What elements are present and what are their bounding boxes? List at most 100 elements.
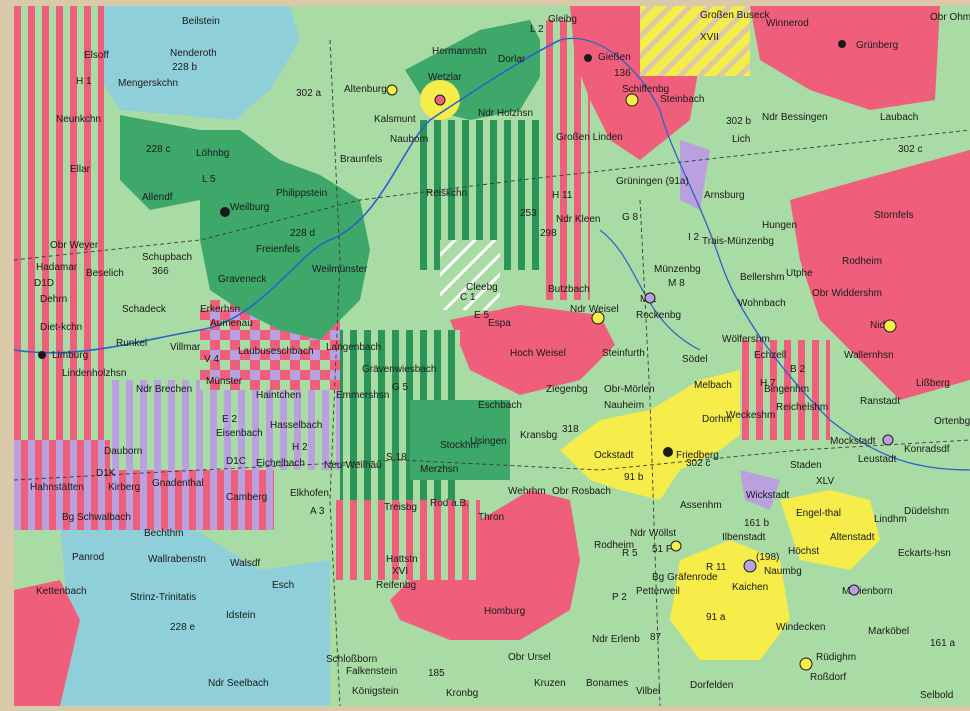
label-hattstn[interactable]: Hattstn — [386, 554, 418, 565]
label-mockstadt[interactable]: Mockstadt — [830, 436, 876, 447]
label-grosen-buseck[interactable]: Großen Buseck — [700, 10, 770, 21]
label-schadeck[interactable]: Schadeck — [122, 304, 167, 315]
label-steinfurth[interactable]: Steinfurth — [602, 348, 645, 359]
label-braunfels[interactable]: Braunfels — [340, 154, 382, 165]
label-ockstadt[interactable]: Ockstadt — [594, 450, 634, 461]
label-hochst[interactable]: Höchst — [788, 546, 819, 557]
label-kirberg[interactable]: Kirberg — [108, 482, 140, 493]
town-marker-altenburg[interactable] — [386, 84, 398, 96]
town-marker-munzenbg[interactable] — [644, 292, 656, 304]
label-gleiberg[interactable]: Gleibg — [548, 14, 577, 25]
town-marker-friedberg[interactable] — [663, 447, 673, 457]
label-wetzlar[interactable]: Wetzlar — [428, 72, 462, 83]
label-wohnbach[interactable]: Wohnbach — [738, 298, 786, 309]
label-limburg[interactable]: Limburg — [52, 350, 88, 361]
label-eisenbach[interactable]: Eisenbach — [216, 428, 263, 439]
label-eichelbach[interactable]: Eichelbach — [256, 458, 305, 469]
label-hungen[interactable]: Hungen — [762, 220, 797, 231]
label-kronbg[interactable]: Kronbg — [446, 688, 478, 699]
label-kruzen[interactable]: Kruzen — [534, 678, 566, 689]
label-ndr-seelbach[interactable]: Ndr Seelbach — [208, 678, 269, 689]
label-homburg[interactable]: Homburg — [484, 606, 525, 617]
town-marker-rudighm[interactable] — [799, 657, 813, 671]
label-eckartshsn[interactable]: Eckarts-hsn — [898, 548, 951, 559]
label-trais-munzenbg[interactable]: Trais-Münzenbg — [702, 236, 774, 247]
label-laubach[interactable]: Laubach — [880, 112, 918, 123]
label-wehrhm[interactable]: Wehrhm — [508, 486, 546, 497]
town-marker-marienborn[interactable] — [848, 584, 860, 596]
label-dorhm[interactable]: Dorhm — [702, 414, 732, 425]
label-selbold[interactable]: Selbold — [920, 690, 953, 701]
label-lindenholzhsn[interactable]: Lindenholzhsn — [62, 368, 127, 379]
label-beilstein[interactable]: Beilstein — [182, 16, 220, 27]
label-engelthal[interactable]: Engel-thal — [796, 508, 841, 519]
label-echzell[interactable]: Echzell — [754, 350, 786, 361]
town-marker-naumbg[interactable] — [743, 559, 757, 573]
label-rod-a-b[interactable]: Rod a.B. — [430, 498, 469, 509]
label-kettenbach[interactable]: Kettenbach — [36, 586, 87, 597]
label-hadamar[interactable]: Hadamar — [36, 262, 78, 273]
label-stockhm[interactable]: Stockhm — [440, 440, 479, 451]
label-philippstein[interactable]: Philippstein — [276, 188, 327, 199]
label-walsdf[interactable]: Walsdf — [230, 558, 260, 569]
label-weckeshm[interactable]: Weckeshm — [726, 410, 775, 421]
label-dorfelden[interactable]: Dorfelden — [690, 680, 733, 691]
label-erkerhsn[interactable]: Erkerhsn — [200, 304, 240, 315]
label-hasselbach[interactable]: Hasselbach — [270, 420, 322, 431]
label-thron[interactable]: Thron — [478, 512, 504, 523]
label-winnerod[interactable]: Winnerod — [766, 18, 809, 29]
label-ilbenstadt[interactable]: Ilbenstadt — [722, 532, 766, 543]
label-leustadt[interactable]: Leustadt — [858, 454, 897, 465]
label-rodheim2[interactable]: Rodheim — [594, 540, 634, 551]
label-marienborn[interactable]: Marienborn — [842, 586, 893, 597]
label-assenhm[interactable]: Assenhm — [680, 500, 722, 511]
label-ziegenbg[interactable]: Ziegenbg — [546, 384, 588, 395]
label-hahnstatten[interactable]: Hahnstätten — [30, 482, 84, 493]
label-bg-schwalbach[interactable]: Bg Schwalbach — [62, 512, 131, 523]
label-wallernhsn[interactable]: Wallernhsn — [844, 350, 894, 361]
label-villmar[interactable]: Villmar — [170, 342, 201, 353]
label-konigstein[interactable]: Königstein — [352, 686, 399, 697]
label-schupbach[interactable]: Schupbach — [142, 252, 192, 263]
label-wickstadt[interactable]: Wickstadt — [746, 490, 790, 501]
label-eschbach[interactable]: Eschbach — [478, 400, 522, 411]
label-dorlar[interactable]: Dorlar — [498, 54, 526, 65]
label-bellershm[interactable]: Bellershm — [740, 272, 784, 283]
label-konradsdf[interactable]: Konradsdf — [904, 444, 950, 455]
label-merzhsn[interactable]: Merzhsn — [420, 464, 458, 475]
label-aumenau[interactable]: Aumenau — [210, 318, 253, 329]
label-ranstadt[interactable]: Ranstadt — [860, 396, 900, 407]
label-idstein[interactable]: Idstein — [226, 610, 255, 621]
label-ndr-holzhsn[interactable]: Ndr Holzhsn — [478, 108, 533, 119]
label-petterweil[interactable]: Petterweil — [636, 586, 680, 597]
label-reichelshm[interactable]: Reichelshm — [776, 402, 828, 413]
label-utphe[interactable]: Utphe — [786, 268, 813, 279]
label-obr-morlen[interactable]: Obr-Mörlen — [604, 384, 655, 395]
label-usingen[interactable]: Usingen — [470, 436, 507, 447]
label-staden[interactable]: Staden — [790, 460, 822, 471]
label-obr-ursel[interactable]: Obr Ursel — [508, 652, 551, 663]
label-nidda[interactable]: Nidda — [870, 320, 897, 331]
label-schiffenbg[interactable]: Schiffenbg — [622, 84, 669, 95]
label-ndr-weisel[interactable]: Ndr Weisel — [570, 304, 619, 315]
label-ortenbg[interactable]: Ortenbg — [934, 416, 970, 427]
label-lich[interactable]: Lich — [732, 134, 750, 145]
label-friedberg[interactable]: Friedberg — [676, 450, 719, 461]
label-espa[interactable]: Espa — [488, 318, 511, 329]
label-panrod[interactable]: Panrod — [72, 552, 104, 563]
label-windecken[interactable]: Windecken — [776, 622, 825, 633]
label-vilbel[interactable]: Vilbel — [636, 686, 660, 697]
label-bechthm[interactable]: Bechthm — [144, 528, 183, 539]
label-allendf[interactable]: Allendf — [142, 192, 173, 203]
label-beselich[interactable]: Beselich — [86, 268, 124, 279]
town-marker-giessen[interactable] — [584, 54, 592, 62]
label-reiskchn[interactable]: Reiskchn — [426, 188, 467, 199]
label-hermannstn[interactable]: Hermannstn — [432, 46, 486, 57]
label-esch[interactable]: Esch — [272, 580, 294, 591]
town-marker-konradsdf[interactable] — [882, 434, 894, 446]
label-haintchen[interactable]: Haintchen — [256, 390, 301, 401]
town-marker-ilbenstadt[interactable] — [670, 540, 682, 552]
label-ndr-bessingen[interactable]: Ndr Bessingen — [762, 112, 828, 123]
